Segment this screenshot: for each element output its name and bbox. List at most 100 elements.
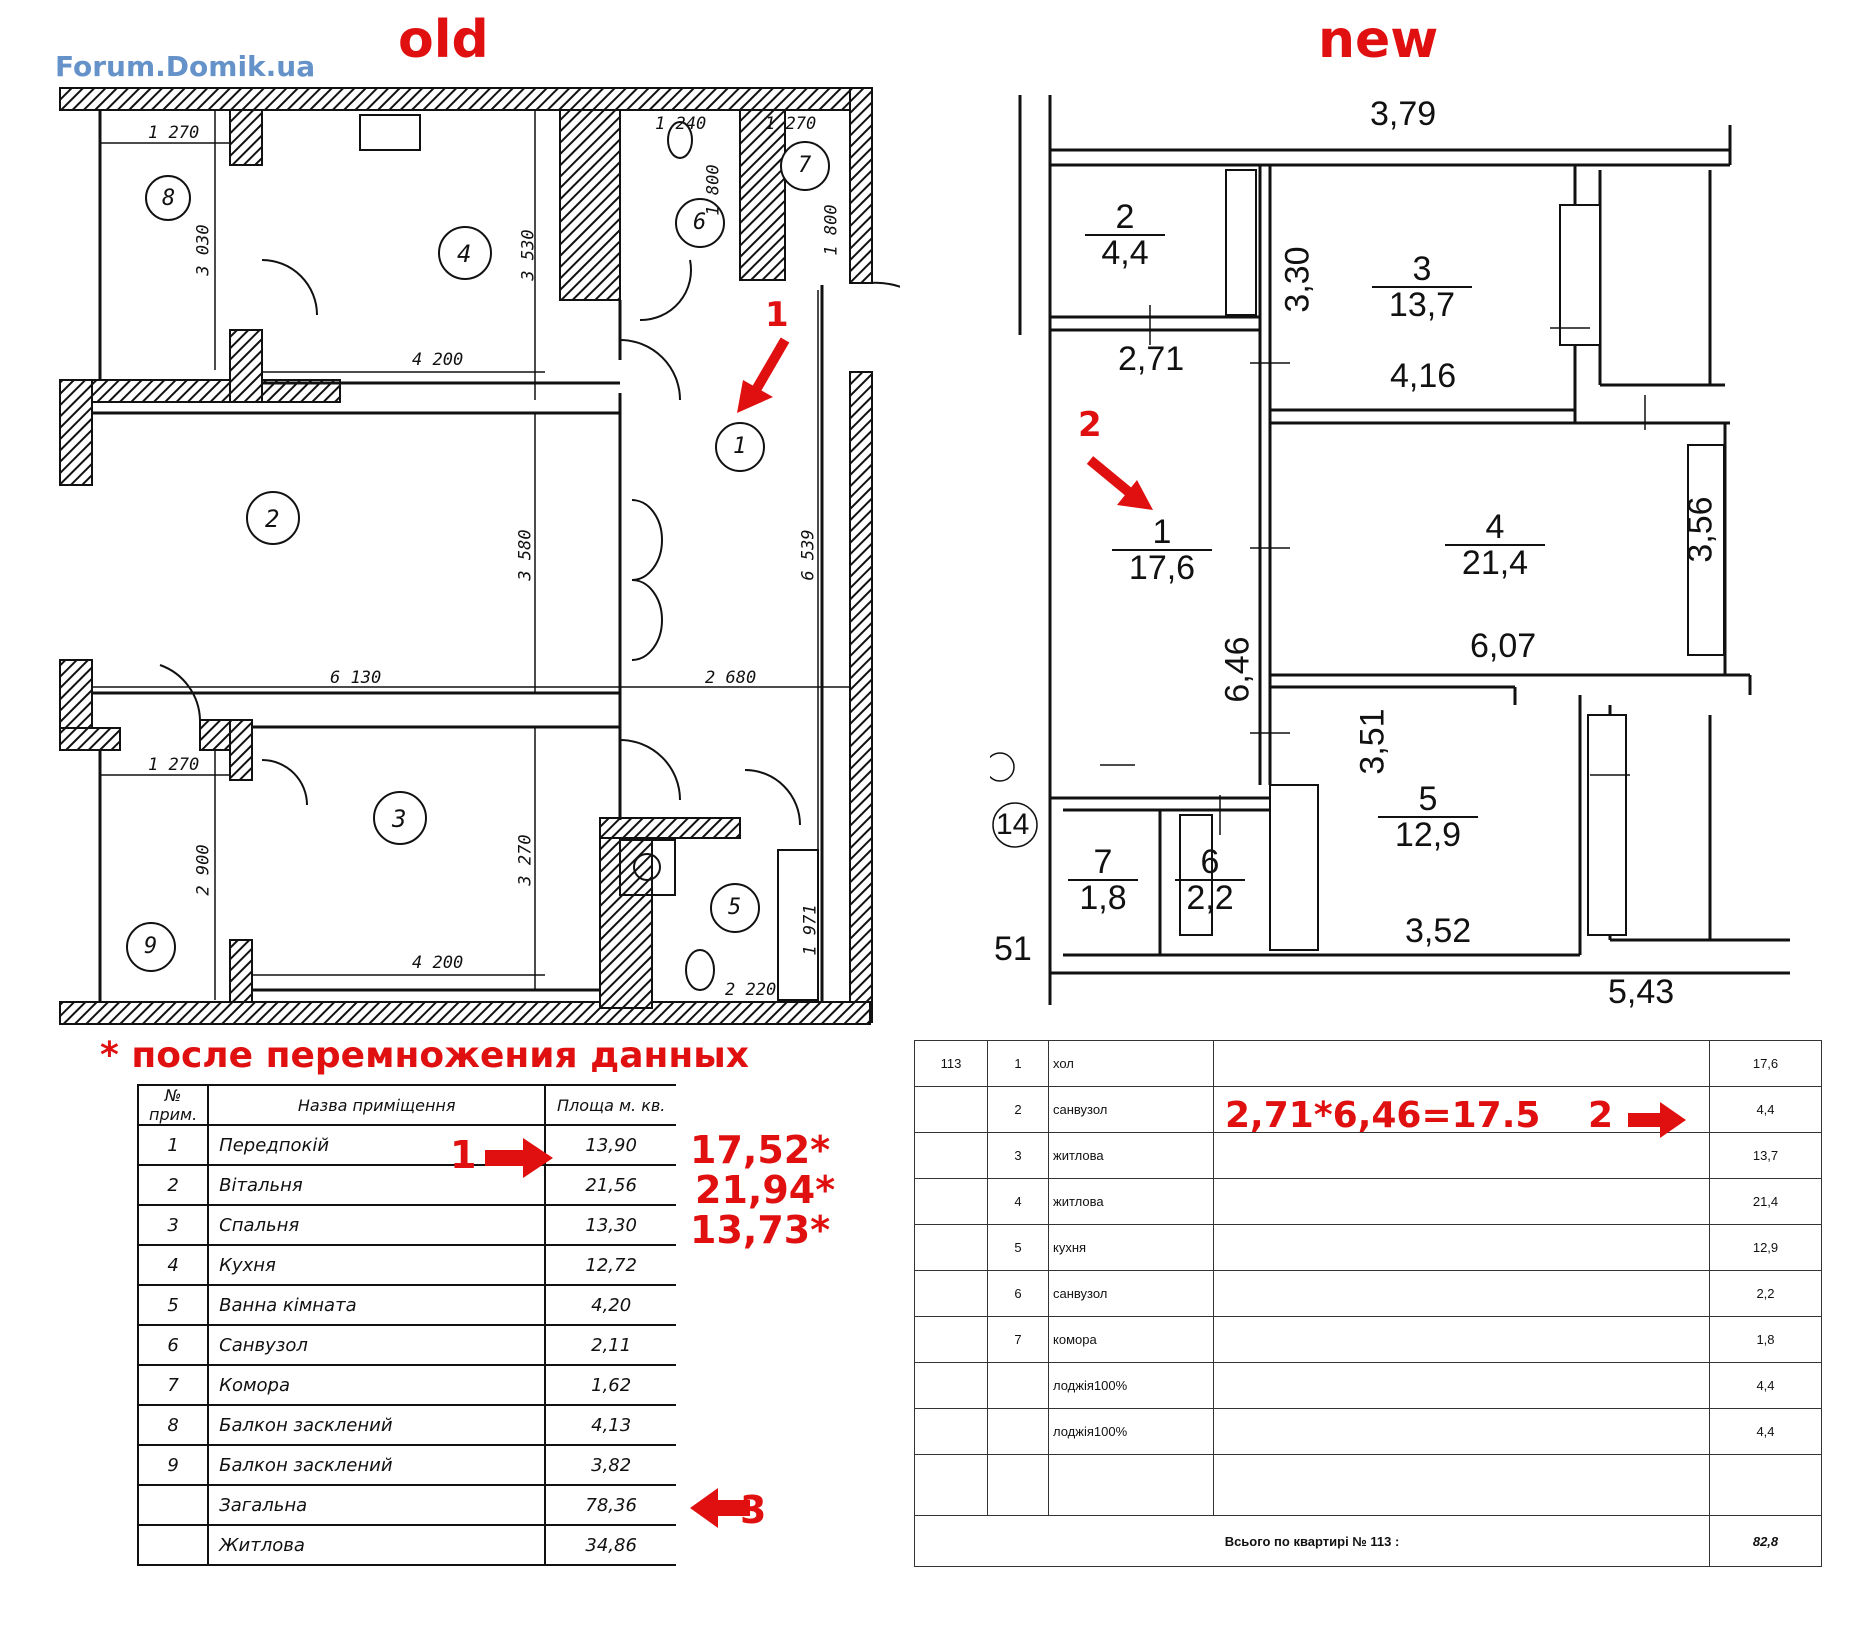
row-name: санвузол [1048,1086,1214,1133]
old-room-num: 4 [457,240,472,268]
old-dim: 1 971 [800,904,821,956]
room-area: 12,9 [1378,816,1478,852]
row-name: лоджія100% [1048,1362,1214,1409]
new-dim: 5,43 [1608,973,1675,1011]
room-number: 5 [1418,780,1438,818]
old-dim: 3 580 [515,529,536,581]
row-name: Спальня [207,1204,547,1246]
new-dim: 3,30 [1278,246,1317,313]
watermark: Forum.Domik.ua [55,50,316,83]
old-room-num: 1 [733,434,747,459]
new-dim: 51 [994,930,1032,968]
row-num: 8 [136,1404,210,1446]
recalc-value: 17,52* [690,1128,831,1172]
row-name: Житлова [207,1524,547,1566]
old-dim: 1 800 [703,164,724,216]
row-num: 7 [987,1316,1049,1363]
new-dim: 3,79 [1370,95,1437,133]
old-dim: 3 030 [193,224,214,276]
old-dim: 1 270 [148,755,200,775]
old-room-num: 3 [392,805,407,833]
old-dim: 3 270 [515,834,536,886]
old-doors [159,259,900,826]
row-area: 34,86 [544,1524,677,1566]
old-dim: 3 530 [518,229,539,281]
note: * после перемножения данных [100,1035,750,1076]
old-room-num: 9 [144,934,158,959]
row-name: Загальна [207,1484,547,1526]
room-area: 17,6 [1112,549,1212,585]
column-header: Площа м. кв. [544,1084,677,1126]
old-room-num: 8 [162,186,176,211]
total-label: Всього по квартирі № 113 : [914,1515,1710,1567]
room-area: 21,4 [1445,544,1545,580]
row-area: 2,11 [544,1324,677,1366]
row-name: житлова [1048,1178,1214,1225]
old-room-num: 7 [798,153,812,178]
row-num: 4 [987,1178,1049,1225]
row-num: 6 [987,1270,1049,1317]
new-room-4: 4 21,4 [1445,510,1545,580]
recalc-value: 21,94* [695,1168,836,1212]
column-header: Назва приміщення [207,1084,547,1126]
row-num [136,1524,210,1566]
arrow-left-icon [690,1488,750,1528]
row-name: хол [1048,1040,1214,1087]
row-num: 9 [136,1444,210,1486]
table-total-row: Всього по квартирі № 113 : 82,8 [914,1515,1822,1567]
new-dim: 6,07 [1470,627,1537,665]
row-name: Кухня [207,1244,547,1286]
new-room-1: 1 17,6 [1112,515,1212,585]
formula: 2,71*6,46=17.5 [1225,1095,1541,1136]
row-name: Санвузол [207,1324,547,1366]
new-room-2: 2 4,4 [1085,200,1165,270]
row-area: 12,72 [544,1244,677,1286]
old-floor-plan [59,87,900,1025]
old-room-num: 5 [728,895,742,920]
table-marker: 3 [740,1488,767,1532]
old-room-num: 6 [693,210,707,235]
row-area: 4,13 [544,1404,677,1446]
new-title: new [1318,10,1439,70]
row-name: Ванна кімната [207,1284,547,1326]
old-dim: 1 270 [148,123,200,143]
row-num [987,1362,1049,1409]
row-num: 5 [987,1224,1049,1271]
row-area: 21,4 [1709,1178,1822,1225]
room-area: 4,4 [1085,234,1165,270]
old-dim: 2 900 [193,844,214,896]
old-dim: 6 539 [798,529,819,581]
row-area: 4,4 [1709,1086,1822,1133]
arrow-down-right-icon [1086,456,1153,510]
new-floor-plan [990,95,1790,1005]
row-name: лоджія100% [1048,1408,1214,1455]
row-area: 1,62 [544,1364,677,1406]
old-walls [59,87,873,1025]
table-row: лоджія100%4,4 [914,1362,1822,1409]
row-area: 13,7 [1709,1132,1822,1179]
room-area: 13,7 [1372,286,1472,322]
row-area: 12,9 [1709,1224,1822,1271]
new-dim: 3,51 [1353,708,1392,775]
arrow-right-icon [485,1138,553,1178]
row-num [987,1408,1049,1455]
row-name: санвузол [1048,1270,1214,1317]
old-dim: 2 220 [725,980,777,1000]
room-number: 4 [1485,508,1505,546]
new-room-7: 7 1,8 [1068,845,1138,915]
row-area: 13,30 [544,1204,677,1246]
row-num: 3 [136,1204,210,1246]
room-number: 6 [1200,843,1220,881]
row-num: 4 [136,1244,210,1286]
